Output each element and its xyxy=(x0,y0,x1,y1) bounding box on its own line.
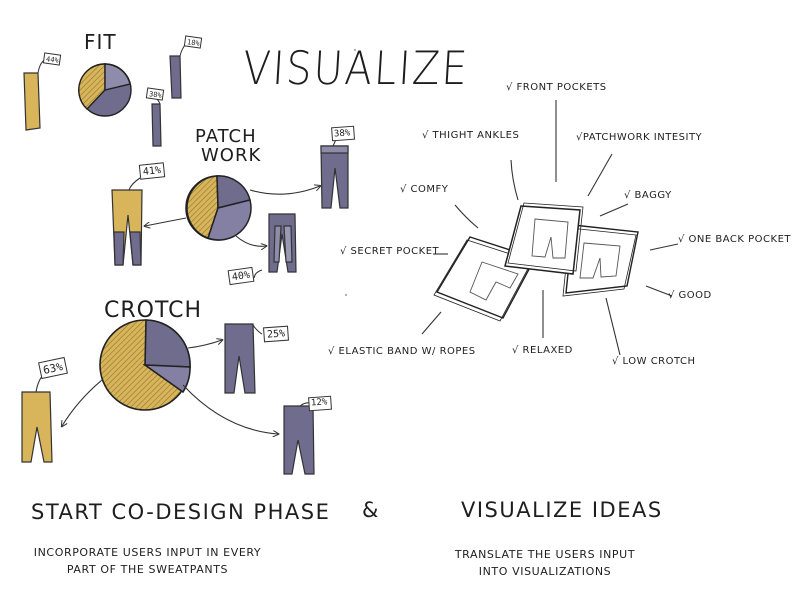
crotch-pants-purple-bottom xyxy=(283,405,315,475)
checklist-relaxed: √ RELAXED xyxy=(512,345,573,356)
footer-left-subtitle-line2: PART OF THE SWEATPANTS xyxy=(66,563,229,576)
crotch-tag-12: 12% xyxy=(310,397,328,409)
patchwork-tags xyxy=(138,125,355,286)
patchwork-arrows xyxy=(128,135,338,279)
footer-left-subtitle-line1: INCORPORATE USERS INPUT IN EVERY xyxy=(33,546,262,559)
patchwork-heading-line2: WORK xyxy=(201,145,262,166)
crotch-pie-chart xyxy=(99,319,191,411)
fit-tag-44: 44% xyxy=(45,55,60,65)
checklist-patchwork-intesity: √PATCHWORK INTESITY xyxy=(576,132,703,143)
checklist-good: √ GOOD xyxy=(668,290,712,301)
footer-left-title: START CO-DESIGN PHASE xyxy=(31,500,331,524)
crotch-pants-mustard xyxy=(21,391,53,463)
patchwork-pants-purple-top xyxy=(320,145,349,209)
footer-left-subtitle: INCORPORATE USERS INPUT IN EVERY PART OF… xyxy=(10,544,285,578)
patchwork-tag-38: 38% xyxy=(333,128,351,140)
footer-right-subtitle-line1: TRANSLATE THE USERS INPUT xyxy=(454,548,636,561)
fit-tag-38: 38% xyxy=(148,90,163,100)
footer-right-subtitle: TRANSLATE THE USERS INPUT INTO VISUALIZA… xyxy=(430,546,660,580)
fit-pants-purple-bottom xyxy=(151,103,162,147)
crotch-heading: CROTCH xyxy=(104,298,203,323)
fit-pants-mustard xyxy=(23,72,41,131)
checklist-thight-ankles: √ THIGHT ANKLES xyxy=(422,130,520,141)
patchwork-pants-purple-bottom xyxy=(268,213,297,273)
patchwork-tag-41: 41% xyxy=(142,165,162,178)
checklist-baggy: √ BAGGY xyxy=(624,190,672,201)
checklist-low-crotch: √ LOW CROTCH xyxy=(612,356,696,367)
checklist-pointer-lines xyxy=(421,100,679,356)
checklist-one-back-pocket: √ ONE BACK POCKET xyxy=(678,234,792,245)
crotch-pants-purple-top xyxy=(224,323,256,394)
patchwork-pants-mustard xyxy=(111,189,143,266)
footer-right-subtitle-line2: INTO VISUALIZATIONS xyxy=(478,565,612,578)
sketch-paper-center xyxy=(504,202,584,275)
page-title: VISUALIZE xyxy=(241,42,471,96)
stray-marks xyxy=(345,49,356,296)
patchwork-heading-line1: PATCH xyxy=(195,126,257,147)
footer-right-title: VISUALIZE IDEAS xyxy=(461,498,663,522)
checklist-elastic-band: √ ELASTIC BAND W/ ROPES xyxy=(328,346,476,357)
fit-pie-chart xyxy=(78,63,132,117)
checklist-secret-pocket: √ SECRET POCKET xyxy=(340,246,440,257)
checklist-front-pockets: √ FRONT POCKETS xyxy=(506,82,607,93)
footer-ampersand: & xyxy=(362,498,380,522)
fit-tag-18: 18% xyxy=(186,38,201,48)
crotch-tag-25: 25% xyxy=(266,328,286,341)
fit-tags xyxy=(42,35,203,101)
fit-heading: FIT xyxy=(84,30,117,54)
fit-pants-purple-top xyxy=(169,55,182,99)
crotch-arrows xyxy=(35,323,311,434)
crotch-tags xyxy=(38,325,332,412)
patchwork-pie-chart xyxy=(185,175,252,241)
checklist-comfy: √ COMFY xyxy=(400,184,449,195)
